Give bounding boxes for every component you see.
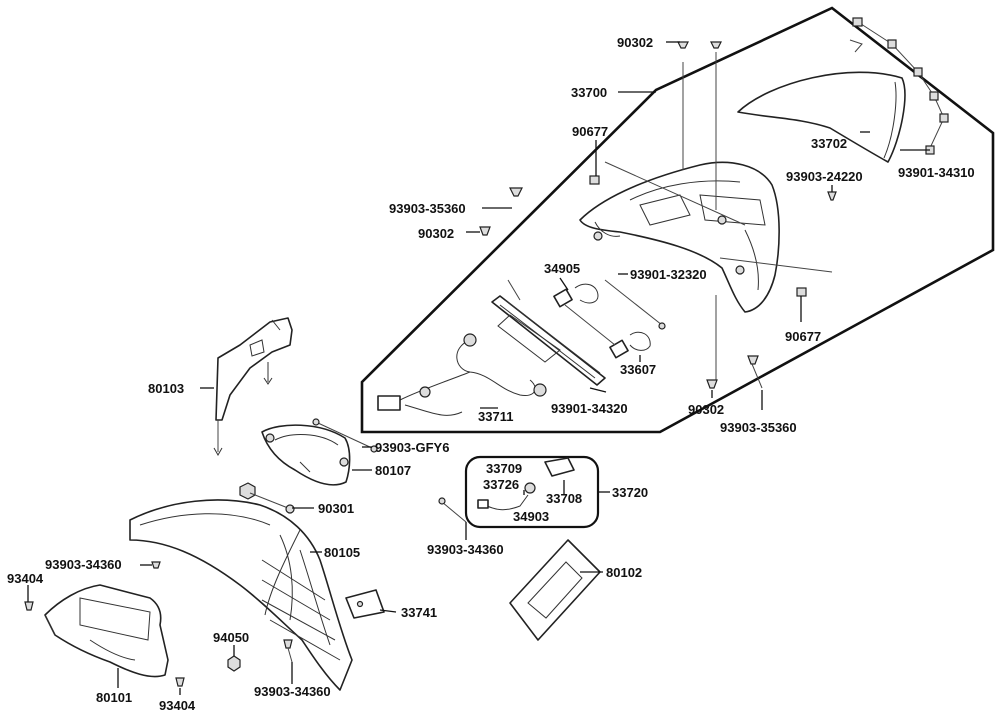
label-33607: 33607	[620, 362, 656, 377]
rear-fender-80105	[129, 499, 353, 691]
rear-spoiler-33702	[737, 71, 906, 163]
light-bar-33711	[377, 279, 606, 416]
label-33700: 33700	[571, 85, 607, 100]
label-33711: 33711	[478, 409, 513, 424]
screw-93903-35360-bottom	[747, 355, 759, 365]
label-93903-34360-left: 93903-34360	[45, 557, 122, 572]
label-90302-top: 90302	[617, 35, 653, 50]
pad-90677-right	[796, 287, 807, 297]
label-34903: 34903	[513, 509, 549, 524]
label-93901-34320: 93901-34320	[551, 401, 628, 416]
label-34905: 34905	[544, 261, 580, 276]
label-93903-34360-bottom: 93903-34360	[254, 684, 331, 699]
label-93404-top: 93404	[7, 571, 44, 586]
label-80105: 80105	[324, 545, 360, 560]
inner-fender-80101	[44, 584, 169, 678]
screw-93903-24220	[827, 191, 837, 201]
label-33709: 33709	[486, 461, 522, 476]
label-90677-top: 90677	[572, 124, 608, 139]
pad-90677-top	[589, 175, 600, 185]
label-93901-32320: 93901-32320	[630, 267, 707, 282]
screw-90302-top	[677, 41, 722, 49]
part-labels: 90302 33700 90677 33702 93901-34310 9390…	[7, 35, 975, 713]
label-93903-35360-bottom: 93903-35360	[720, 420, 797, 435]
label-80101: 80101	[96, 690, 132, 705]
label-33708: 33708	[546, 491, 582, 506]
screw-93404-top	[24, 601, 34, 611]
screw-93903-35360-top	[509, 187, 523, 197]
label-90302-left: 90302	[418, 226, 454, 241]
tail-light-housing	[579, 161, 780, 313]
screw-90302-left	[479, 226, 491, 236]
license-light-parts	[477, 457, 575, 511]
screw-90302-bottom	[706, 379, 718, 389]
label-93903-GFY6: 93903-GFY6	[375, 440, 449, 455]
label-33726: 33726	[483, 477, 519, 492]
bracket-80107	[261, 424, 351, 486]
bracket-80103	[213, 317, 293, 457]
reflector-33741	[345, 589, 385, 619]
assembly-33700-frame	[360, 6, 995, 434]
nut-90301	[239, 482, 295, 514]
label-80102: 80102	[606, 565, 642, 580]
label-33741: 33741	[401, 605, 437, 620]
label-90677-right: 90677	[785, 329, 821, 344]
label-93901-34310: 93901-34310	[898, 165, 975, 180]
screw-93903-34360-left	[151, 561, 161, 569]
screw-93404-bottom	[175, 677, 185, 687]
nut-94050	[227, 655, 241, 672]
label-93903-35360-top: 93903-35360	[389, 201, 466, 216]
label-80107: 80107	[375, 463, 411, 478]
label-94050: 94050	[213, 630, 249, 645]
label-93903-34360-mid: 93903-34360	[427, 542, 504, 557]
bulb-34905	[553, 283, 599, 308]
leader-lines	[27, 41, 930, 695]
bulb-33607	[609, 331, 651, 359]
plate-bracket-80102	[509, 539, 601, 641]
label-90301: 90301	[318, 501, 354, 516]
screw-93903-34360-bottom	[283, 639, 293, 649]
label-33720: 33720	[612, 485, 648, 500]
label-90302-bottom: 90302	[688, 402, 724, 417]
screw-93903-34360-mid	[441, 501, 467, 523]
label-93903-24220: 93903-24220	[786, 169, 863, 184]
label-33702: 33702	[811, 136, 847, 151]
label-80103: 80103	[148, 381, 184, 396]
label-93404-bottom: 93404	[159, 698, 196, 713]
